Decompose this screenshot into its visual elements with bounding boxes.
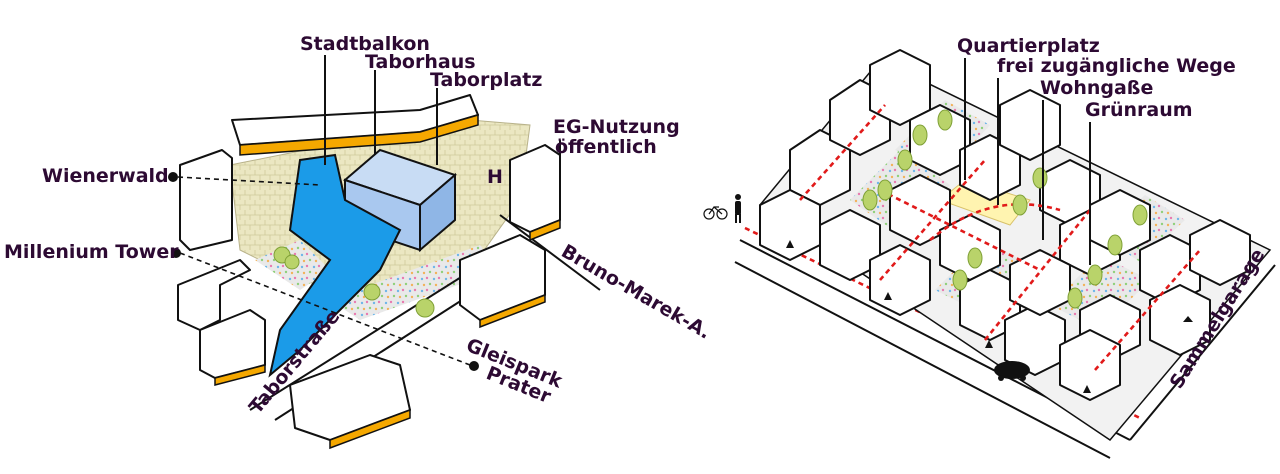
- right-neighbourhood-diagram: Quartierplatz frei zugängliche Wege Wohn…: [703, 35, 1276, 459]
- label-millenium-tower: Millenium Tower: [4, 241, 179, 263]
- label-wienerwald: Wienerwald: [42, 165, 169, 187]
- building-left-1: [179, 149, 233, 251]
- building-right-eg: [509, 144, 561, 233]
- label-eg-oeffentlich: öffentlich: [555, 136, 657, 158]
- park-strip-2: [330, 245, 500, 320]
- building-bottom-edge: [329, 408, 411, 450]
- line-wienerwald: [177, 176, 321, 186]
- label-taborhaus: Taborhaus: [365, 51, 476, 73]
- quartierplatz-area: [938, 179, 1031, 226]
- label-quartierplatz: Quartierplatz: [957, 35, 1100, 57]
- street-line-3: [1129, 264, 1276, 441]
- building-left-2: [177, 259, 251, 331]
- building-bottom: [289, 354, 411, 441]
- bicycle-icon: [703, 206, 728, 220]
- label-freie-wege: frei zugängliche Wege: [997, 55, 1236, 77]
- label-h: H: [487, 166, 503, 188]
- path-wohngasse-3: [983, 209, 1092, 341]
- path-wohngasse-1: [799, 104, 886, 201]
- line-millenium: [179, 252, 471, 366]
- marker-wienerwald: [168, 172, 178, 182]
- label-gruenraum: Grünraum: [1085, 99, 1193, 121]
- trees-right: [862, 109, 1148, 309]
- building-left-3-edge: [214, 364, 266, 386]
- street-line-2: [734, 261, 1111, 459]
- path-cross: [879, 188, 1041, 272]
- label-eg-nutzung: EG-Nutzung: [553, 116, 680, 138]
- marker-gleispark: [469, 361, 479, 371]
- entry-markers: [786, 240, 1193, 393]
- building-top-long-edge: [239, 113, 479, 156]
- label-taborplatz: Taborplatz: [430, 69, 542, 91]
- taborhaus-side: [419, 172, 456, 253]
- marker-millenium: [171, 248, 181, 258]
- building-right-court-edge: [479, 293, 546, 329]
- label-stadtbalkon: Stadtbalkon: [300, 33, 430, 55]
- label-wohngasse: Wohngaße: [1040, 77, 1153, 99]
- left-urban-diagram: Stadtbalkon Taborhaus Taborplatz EG-Nutz…: [4, 33, 715, 450]
- car-icon: [994, 361, 1030, 381]
- label-bruno-marek: Bruno-Marek-A.: [558, 240, 715, 343]
- pedestrian-icon: [735, 194, 741, 223]
- trees-left: [273, 246, 435, 318]
- court-4: [1050, 255, 1150, 330]
- building-right-eg-edge: [529, 218, 561, 242]
- road-bruno-marek: [499, 214, 601, 291]
- stadtbalkon: [268, 153, 402, 378]
